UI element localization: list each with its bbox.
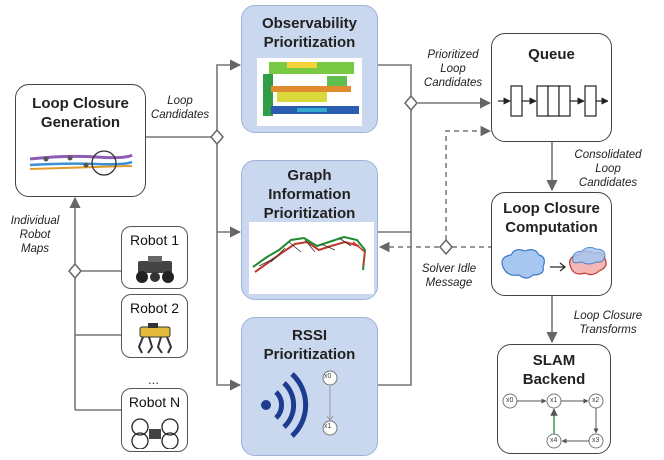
graph-information-title: Graph Information Prioritization	[263, 167, 356, 222]
queue-diagram	[498, 85, 608, 117]
graph-information-prioritization-box: Graph Information Prioritization	[241, 160, 378, 300]
idle-diamond	[439, 238, 453, 256]
slam-node-label: x2	[592, 397, 600, 404]
observability-title: Observability Prioritization	[261, 15, 358, 51]
graph-to-merge	[378, 110, 412, 233]
observability-to-merge	[378, 64, 412, 97]
loop-closure-computation-title: Loop Closure Computation	[503, 200, 600, 236]
legged-robot-icon	[137, 323, 173, 354]
queue-title: Queue	[528, 46, 575, 63]
rssi-node-graph	[322, 370, 338, 436]
slam-node-label: x4	[550, 437, 558, 444]
split-to-observability	[216, 59, 242, 130]
split-diamond	[210, 128, 224, 146]
robot-2-label: Robot 2	[129, 300, 180, 316]
rssi-to-merge	[378, 232, 412, 386]
prioritized-loop-candidates-label: Prioritized Loop Candidates	[423, 49, 483, 89]
drone-robot-icon	[131, 418, 179, 449]
slam-backend-box: SLAM Backend x0 x1 x2 x3 x4	[497, 344, 611, 454]
merge-diamond	[404, 94, 418, 112]
solver-idle-message-label: Solver Idle Message	[421, 263, 477, 289]
slam-node-label: x3	[592, 437, 600, 444]
rssi-prioritization-box: RSSI Prioritization x0 x1	[241, 317, 378, 456]
robot-1-label: Robot 1	[129, 232, 180, 248]
trajectory-overlap-icon	[29, 150, 133, 176]
rssi-title: RSSI Prioritization	[263, 327, 356, 363]
point-cloud-registration-icon	[501, 246, 607, 279]
slam-node-label: x0	[506, 397, 514, 404]
robot-ellipsis: ...	[148, 372, 159, 387]
loop-closure-computation-box: Loop Closure Computation	[491, 192, 612, 296]
observability-prioritization-box: Observability Prioritization	[241, 5, 378, 133]
slam-pose-graph	[502, 393, 604, 449]
split-to-graph	[216, 144, 242, 238]
robot-n-label: Robot N	[128, 394, 181, 410]
queue-box: Queue	[491, 33, 612, 142]
split-to-rssi	[216, 232, 242, 391]
wheeled-robot-icon	[136, 256, 174, 283]
rssi-node-label: x0	[324, 373, 332, 380]
consolidated-loop-candidates-label: Consolidated Loop Candidates	[574, 149, 642, 189]
slam-backend-title: SLAM Backend	[522, 352, 586, 388]
solver-idle-to-queue	[445, 125, 492, 240]
loop-candidates-label: Loop Candidates	[150, 95, 210, 121]
robot-n-box: Robot N	[121, 388, 188, 452]
robot-diamond	[68, 262, 82, 280]
point-cloud-image	[257, 58, 362, 126]
robot-2-box: Robot 2	[121, 294, 188, 358]
rssi-node-label: x1	[324, 423, 332, 430]
pose-graph-image	[249, 222, 374, 294]
loop-closure-generation-box: Loop Closure Generation	[15, 84, 146, 197]
slam-node-label: x1	[550, 397, 558, 404]
individual-robot-maps-label: Individual Robot Maps	[10, 215, 60, 255]
loop-closure-generation-title: Loop Closure Generation	[32, 95, 129, 131]
robot-1-box: Robot 1	[121, 226, 188, 289]
wifi-signal-icon	[261, 372, 309, 438]
loop-closure-transforms-label: Loop Closure Transforms	[573, 310, 643, 336]
